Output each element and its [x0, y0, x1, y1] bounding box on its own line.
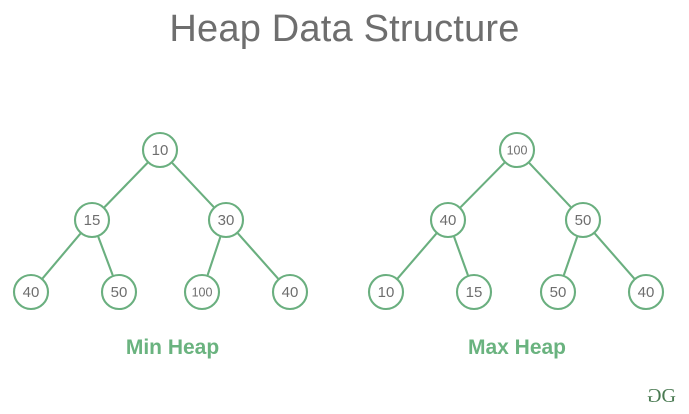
tree-node: 100	[183, 273, 221, 311]
node-circle	[73, 201, 111, 239]
tree-node: 50	[564, 201, 602, 239]
node-value-label: 40	[638, 284, 655, 301]
node-value-label: 10	[378, 284, 395, 301]
watermark-glyph-right: G	[661, 385, 676, 407]
geeksforgeeks-watermark: GG	[648, 385, 676, 407]
node-value-label: 50	[575, 212, 592, 229]
node-circle	[627, 273, 665, 311]
tree-edge	[528, 162, 572, 208]
node-circle	[183, 273, 221, 311]
node-value-label: 50	[111, 284, 128, 301]
node-circle	[207, 201, 245, 239]
node-value-label: 15	[466, 284, 483, 301]
watermark-glyph-left: G	[648, 385, 662, 407]
node-circle	[564, 201, 602, 239]
node-circle	[141, 131, 179, 169]
tree-node: 40	[429, 201, 467, 239]
tree-node: 10	[141, 131, 179, 169]
tree-node: 10	[367, 273, 405, 311]
tree-edge	[459, 162, 506, 208]
node-value-label: 40	[23, 284, 40, 301]
tree-node: 15	[455, 273, 493, 311]
tree-node: 40	[271, 273, 309, 311]
tree-node: 40	[627, 273, 665, 311]
node-circle	[498, 131, 536, 169]
max-heap-nodes: 100 40 50 10 15 50 40	[367, 131, 665, 311]
tree-edge	[397, 232, 437, 280]
tree-edge	[171, 162, 215, 208]
node-circle	[100, 273, 138, 311]
node-value-label: 50	[550, 284, 567, 301]
page-title: Heap Data Structure	[169, 8, 520, 50]
tree-edge	[206, 236, 222, 276]
tree-edge	[237, 232, 279, 280]
tree-node: 100	[498, 131, 536, 169]
min-heap-caption: Min Heap	[125, 336, 220, 359]
tree-node: 50	[100, 273, 138, 311]
node-value-label: 40	[440, 212, 457, 229]
node-value-label: 100	[192, 286, 213, 300]
node-circle	[367, 273, 405, 311]
tree-node: 50	[539, 273, 577, 311]
node-value-label: 10	[152, 142, 169, 159]
node-circle	[429, 201, 467, 239]
node-value-label: 40	[282, 284, 299, 301]
max-heap-caption: Max Heap	[467, 336, 567, 359]
tree-node: 15	[73, 201, 111, 239]
node-circle	[271, 273, 309, 311]
max-heap-edges	[397, 162, 635, 280]
node-circle	[12, 273, 50, 311]
node-circle	[539, 273, 577, 311]
tree-edge	[103, 162, 149, 208]
tree-node: 40	[12, 273, 50, 311]
node-value-label: 15	[84, 212, 101, 229]
tree-edge	[453, 236, 469, 276]
node-value-label: 100	[507, 144, 528, 158]
min-heap-nodes: 10 15 30 40 50 100 40	[12, 131, 309, 311]
tree-edge	[594, 232, 635, 280]
tree-edge	[563, 236, 578, 276]
tree-edge	[41, 233, 82, 279]
node-value-label: 30	[218, 212, 235, 229]
tree-edge	[97, 236, 114, 276]
min-heap-edges	[41, 162, 279, 280]
tree-node: 30	[207, 201, 245, 239]
node-circle	[455, 273, 493, 311]
